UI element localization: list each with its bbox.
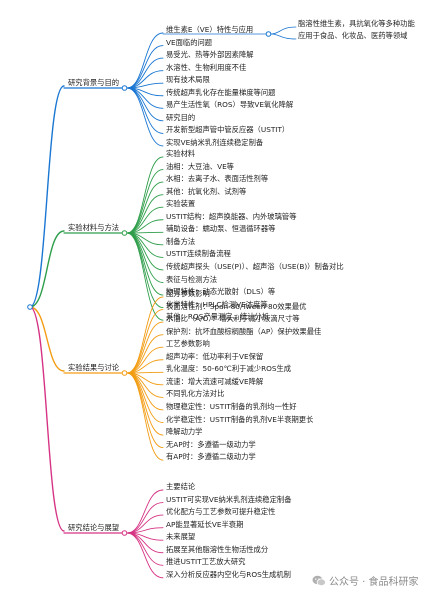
child-label: 深入分析反应器内空化与ROS生成机制 (166, 569, 291, 579)
child-label: 有AP时：多遵循二级动力学 (166, 452, 256, 462)
child-label: 工艺参数影响 (166, 339, 210, 349)
child-label: 推进USTIT工艺放大研究 (166, 557, 246, 567)
child-label: USTIT可实现VE纳米乳剂连续稳定制备 (166, 494, 292, 504)
child-label: 物理稳定性：USTIT制备的乳剂均一性好 (166, 401, 297, 411)
child-label: 水溶性、生物利用度不佳 (166, 62, 247, 72)
child-label: USTIT结构：超声换能器、内外玻璃管等 (166, 211, 297, 221)
child-label: USTIT连续制备流程 (166, 249, 231, 259)
branch-label: 实验材料与方法 (68, 223, 120, 232)
branch-node (121, 230, 128, 236)
child-label: 主要结论 (166, 482, 196, 491)
branch-label: 研究背景与目的 (68, 78, 120, 87)
child-label: 辅助设备：蠕动泵、恒温循环器等 (166, 224, 276, 234)
child-node (265, 31, 272, 37)
watermark-text: 公众号 · 食品科研家 (329, 577, 419, 588)
wechat-icon (312, 575, 326, 586)
child-label: 保护剂：抗坏血酸棕榈酸酯（AP）保护效果最佳 (166, 326, 322, 336)
child-label: 化学特性：HPLC检测VE浓度等 (166, 299, 268, 309)
child-label: 传统超声探头（USE(P)）、超声浴（USE(B)）制备对比 (166, 261, 344, 271)
child-label: 油相：大豆油、VE等 (166, 161, 234, 171)
child-label: 实现VE纳米乳剂连续稳定制备 (166, 137, 264, 147)
child-label: 表征与检测方法 (166, 274, 218, 284)
child-label: 其他：抗氧化剂、试剂等 (166, 186, 247, 196)
child-label: 其他：ROS产量测定、统计分析 (166, 312, 270, 322)
child-label: 易产生活性氧（ROS）导致VE氧化降解 (166, 100, 294, 110)
child-label: 无AP时：多遵循一级动力学 (166, 439, 256, 449)
child-label: 不同乳化方法对比 (166, 389, 225, 399)
child-label: 降解动力学 (166, 427, 203, 437)
grandchild-label: 脂溶性维生素，具抗氧化等多种功能 (298, 19, 415, 28)
branch-node (121, 370, 128, 376)
child-label: 实验装置 (166, 199, 196, 209)
child-label: 拓展至其他脂溶性生物活性成分 (166, 544, 269, 554)
child-label: 流速：增大流速可减缓VE降解 (166, 376, 264, 386)
child-label: 水油比（A/O）：增大利于减小液滴尺寸等 (166, 314, 300, 324)
child-label: 表面活性剂：Span-80/Tween-80效果最优 (166, 301, 307, 311)
child-label: 制备方法 (166, 236, 196, 246)
child-label: 实验材料 (166, 149, 196, 158)
child-label: 研究目的 (166, 112, 196, 122)
child-label: 化学稳定性：USTIT制备的乳剂VE半衰期更长 (166, 414, 314, 424)
child-label: 开发新型超声管中管反应器（USTIT） (166, 125, 290, 135)
child-label: 优化配方与工艺参数可提升稳定性 (166, 507, 276, 517)
root-node (27, 304, 33, 310)
child-label: 超声功率：低功率利于VE保留 (166, 351, 264, 361)
grandchild-label: 应用于食品、化妆品、医药等领域 (298, 31, 408, 40)
child-label: 现有技术局限 (166, 75, 210, 85)
child-label: 水相：去离子水、表面活性剂等 (166, 174, 269, 184)
watermark: 公众号 · 食品科研家 (312, 573, 419, 588)
child-label: 未来展望 (166, 532, 196, 542)
child-label: 乳化温度：50-60℃利于减少ROS生成 (166, 364, 292, 374)
child-label: 配方参数影响 (166, 289, 210, 298)
child-label: 物理特性：动态光散射（DLS）等 (166, 287, 276, 297)
branch-node (121, 85, 128, 91)
branch-node (121, 530, 128, 536)
branch-label: 实验结果与讨论 (68, 363, 120, 372)
child-label: 传统超声乳化存在能量梯度等问题 (166, 87, 276, 97)
child-label: 易受光、热等外部因素降解 (166, 50, 254, 60)
child-label: VE面临的问题 (166, 37, 213, 47)
child-label: AP能显著延长VE半衰期 (166, 519, 244, 529)
child-label: 维生素E（VE）特性与应用 (166, 25, 254, 34)
branch-label: 研究结论与展望 (68, 523, 120, 532)
